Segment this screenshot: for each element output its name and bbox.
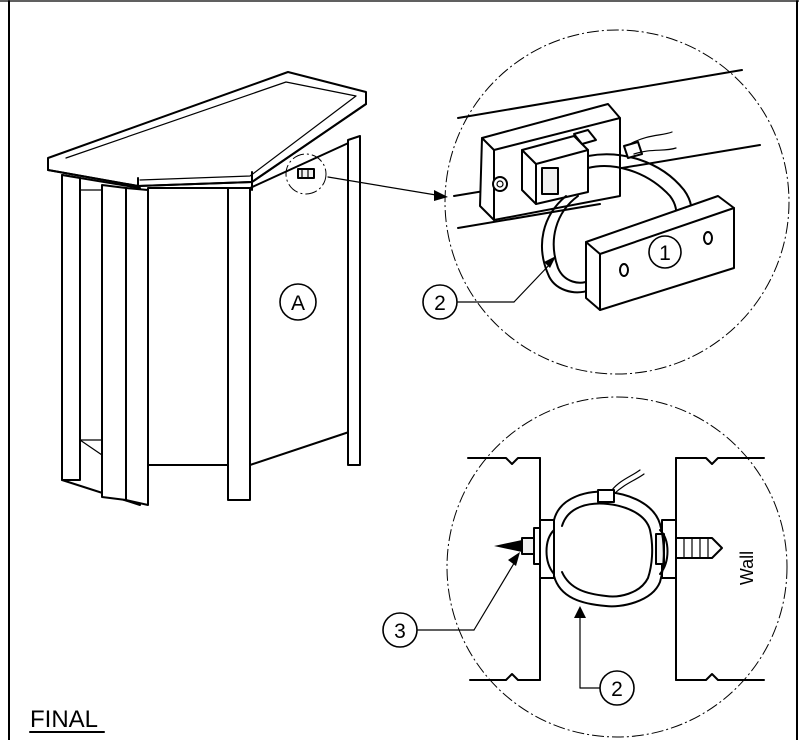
svg-text:3: 3 bbox=[394, 620, 406, 643]
svg-text:FINAL: FINAL bbox=[30, 706, 98, 733]
strap-loop-section bbox=[545, 469, 669, 608]
detail-leader-arrow bbox=[327, 176, 448, 201]
wall-label: Wall bbox=[737, 551, 757, 585]
cabinet-label: A bbox=[279, 283, 317, 321]
strap-callout-top: 2 bbox=[422, 256, 556, 320]
bracket-label: 1 bbox=[659, 242, 671, 265]
wall-screw bbox=[655, 533, 723, 565]
cabinet-bracket-location bbox=[285, 153, 327, 195]
detail-top-circle bbox=[444, 29, 790, 375]
wall-bracket: 1 bbox=[585, 195, 735, 311]
strap-callout-bottom: 2 bbox=[574, 606, 635, 706]
cabinet-leg-left bbox=[101, 184, 127, 501]
screw-callout: 3 bbox=[382, 552, 520, 648]
svg-text:2: 2 bbox=[611, 678, 623, 701]
svg-text:A: A bbox=[291, 292, 305, 315]
cabinet-illustration: A bbox=[47, 71, 367, 506]
cabinet-leg-center bbox=[227, 187, 251, 501]
svg-text:2: 2 bbox=[434, 292, 446, 315]
cabinet-bracket bbox=[479, 103, 621, 221]
cabinet-side-section bbox=[467, 457, 541, 681]
section-title: FINAL bbox=[29, 706, 105, 733]
cabinet-leg-right bbox=[347, 135, 361, 466]
detail-wall-view: Wall 3 2 bbox=[382, 396, 788, 738]
detail-bottom-circle bbox=[446, 396, 788, 738]
detail-bracket-view: 1 2 bbox=[422, 29, 790, 375]
